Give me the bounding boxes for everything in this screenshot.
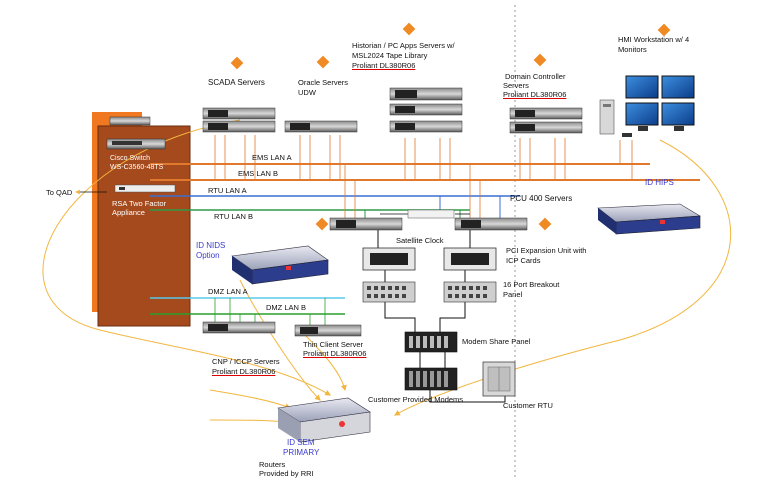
domain-controller-servers-icon xyxy=(509,107,583,134)
pcu-drop-lines xyxy=(344,164,481,218)
orange-diamond-icons xyxy=(229,21,672,232)
monitor-icon xyxy=(625,75,659,99)
cnp-iccp-servers-icon xyxy=(202,321,276,334)
ems-lan-a-label: EMS LAN A xyxy=(252,153,292,162)
hmi-label-line2: Monitors xyxy=(618,45,647,54)
thin-client-server-icon xyxy=(294,324,362,337)
rsa-label-line1: RSA Two Factor xyxy=(112,199,167,208)
orange-diamond-icon xyxy=(537,216,553,232)
id-nids-label-line1: ID NIDS xyxy=(196,241,226,250)
cisco-label-line1: Cisco Switch xyxy=(110,155,151,162)
scada-label: SCADA Servers xyxy=(208,78,265,87)
dc-label-line2: Servers xyxy=(503,81,529,90)
cisco-switch-icon xyxy=(106,138,166,150)
routers-label-line1: Routers xyxy=(259,460,286,469)
breakout-panels-icon xyxy=(362,281,497,303)
dmz-lan-b-label: DMZ LAN B xyxy=(266,303,307,312)
historian-label-line3: Proliant DL380R06 xyxy=(352,61,416,70)
orange-diamond-icon xyxy=(401,21,417,37)
rack-cabinet xyxy=(92,112,191,327)
rsa-appliance-icon xyxy=(114,184,176,193)
id-sem-label-line1: ID SEM xyxy=(287,438,315,447)
orange-diamond-icon xyxy=(656,22,672,38)
orange-diamond-icon xyxy=(229,55,245,71)
oracle-label-line1: Oracle Servers xyxy=(298,78,349,87)
thin-client-label-line2: Proliant DL380R06 xyxy=(303,349,367,358)
to-qad-label: To QAD xyxy=(46,188,73,197)
pci-expansion-label-line2: ICP Cards xyxy=(506,256,541,265)
routers-label-line2: Provided by RRI xyxy=(259,469,314,478)
id-sem-appliance-icon xyxy=(277,397,371,443)
pcu-400-servers-icon xyxy=(329,217,528,231)
id-sem-label-line2: PRIMARY xyxy=(283,448,320,457)
modem-share-panel-icon xyxy=(404,331,458,353)
thin-client-label-line1: Thin Client Server xyxy=(303,340,364,349)
cnp-iccp-label-line1: CNP / ICCP Servers xyxy=(212,357,280,366)
breakout-panel-label-line1: 16 Port Breakout xyxy=(503,280,560,289)
dmz-lan-a-label: DMZ LAN A xyxy=(208,287,248,296)
pcu-400-label: PCU 400 Servers xyxy=(510,194,573,203)
satellite-clock-label: Satellite Clock xyxy=(396,236,444,245)
hmi-label-line1: HMI Workstation w/ 4 xyxy=(618,35,690,44)
orange-diamond-icon xyxy=(314,216,330,232)
historian-servers-icon xyxy=(389,87,463,133)
monitor-icon xyxy=(661,102,695,126)
hmi-workstation-icon xyxy=(599,75,695,137)
cnp-iccp-label-line2: Proliant DL380R06 xyxy=(212,367,276,376)
pci-expansion-units-icon xyxy=(362,247,497,271)
oracle-label-line2: UDW xyxy=(298,88,316,97)
rtu-lan-a-label: RTU LAN A xyxy=(208,186,247,195)
breakout-panel-label-line2: Panel xyxy=(503,290,523,299)
tower-icon xyxy=(599,99,615,135)
customer-modems-label: Customer Provided Modems xyxy=(368,395,464,404)
rack-top-device-icon xyxy=(109,116,151,126)
historian-label-line1: Historian / PC Apps Servers w/ xyxy=(352,41,455,50)
server-drop-lines xyxy=(214,135,566,180)
rsa-label-line2: Appliance xyxy=(112,208,145,217)
dc-label-line1: Domain Controller xyxy=(505,72,566,81)
id-hips-label: ID HIPS xyxy=(645,178,674,187)
scada-servers-icon xyxy=(202,107,276,133)
rtu-lan-b-label: RTU LAN B xyxy=(214,212,254,221)
dc-label-line3: Proliant DL380R06 xyxy=(503,90,567,99)
id-nids-label-line2: Option xyxy=(196,251,220,260)
orange-diamond-icon xyxy=(315,54,331,70)
pci-expansion-label-line1: PCI Expansion Unit with xyxy=(506,246,587,255)
ems-lan-b-label: EMS LAN B xyxy=(238,169,279,178)
customer-rtu-label: Customer RTU xyxy=(503,401,553,410)
monitor-icon xyxy=(661,75,695,99)
id-nids-appliance-icon xyxy=(231,245,329,285)
monitor-icon xyxy=(625,102,659,126)
satellite-clock-icon xyxy=(407,209,455,219)
modem-share-label: Modem Share Panel xyxy=(462,337,531,346)
id-hips-appliance-icon xyxy=(597,203,701,235)
oracle-servers-icon xyxy=(284,120,358,133)
cisco-label-line2: WS-C3560-48TS xyxy=(110,164,164,171)
historian-label-line2: MSL2024 Tape Library xyxy=(352,51,428,60)
rtu-cabinet-icon xyxy=(482,361,516,397)
dmz-drop-lines xyxy=(214,298,326,325)
orange-diamond-icon xyxy=(532,52,548,68)
customer-modems-icon xyxy=(404,367,458,391)
